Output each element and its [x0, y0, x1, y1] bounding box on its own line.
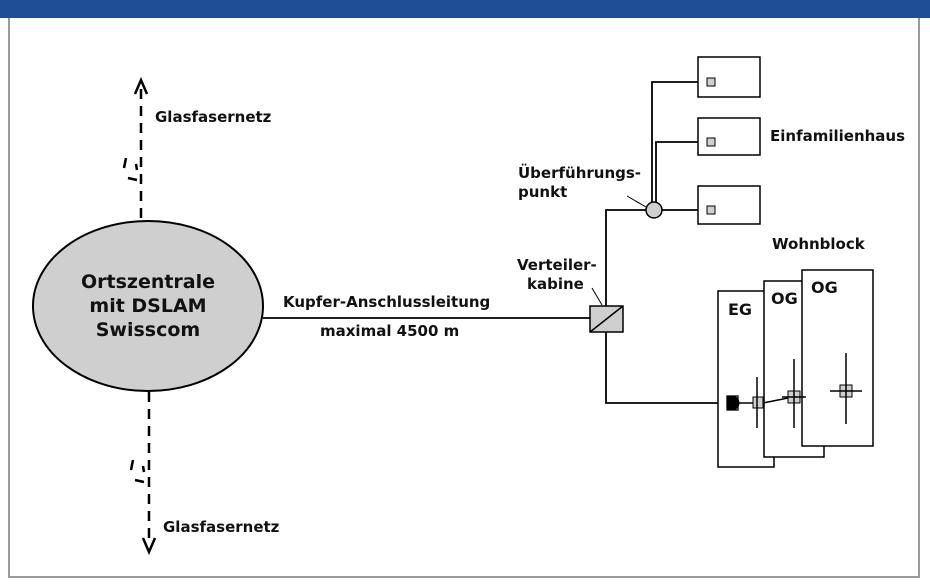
central-office-line-2: mit DSLAM [89, 295, 207, 317]
transfer-point-line-1: Überführungs- [518, 164, 642, 182]
transfer-node-icon [645, 201, 663, 219]
floor-og-2 [801, 269, 874, 447]
central-office-label: Ortszentrale mit DSLAM Swisscom [58, 270, 238, 342]
floor-eg-label: EG [728, 300, 753, 319]
top-bar [0, 0, 930, 18]
house-box-3 [697, 185, 761, 225]
apartment-block-label: Wohnblock [772, 235, 865, 253]
house-box-1 [697, 56, 761, 98]
central-office-line-1: Ortszentrale [80, 271, 216, 293]
fiber-break-top [122, 157, 139, 182]
copper-line-label: Kupfer-Anschlussleitung [283, 293, 491, 311]
house-box-2 [697, 117, 761, 156]
socket-icon [706, 77, 716, 87]
modem-icon [727, 395, 740, 411]
floor-og2-label: OG [811, 278, 838, 297]
max-distance-label: maximal 4500 m [320, 322, 460, 340]
fiber-break-bottom [129, 459, 146, 484]
fiber-bottom-label: Glasfasernetz [163, 518, 280, 536]
feeder-line-down [605, 332, 727, 404]
transfer-point-label: Überführungs- punkt [518, 164, 641, 202]
arrow-up-icon [133, 76, 149, 95]
floor-og1-label: OG [771, 289, 798, 308]
cabinet-label-line-1: Verteiler- [517, 256, 597, 274]
cabinet-label-line-2: kabine [527, 275, 584, 293]
transfer-point-line-2: punkt [518, 183, 568, 201]
riser-line [762, 397, 789, 404]
central-office-line-3: Swisscom [95, 319, 201, 341]
single-family-label: Einfamilienhaus [770, 127, 906, 145]
fiber-top-label: Glasfasernetz [155, 108, 272, 126]
socket-icon [706, 137, 716, 147]
central-office-ellipse [32, 220, 264, 392]
feeder-line-up [605, 209, 646, 306]
socket-icon [752, 396, 764, 409]
cabinet-label: Verteiler- kabine [517, 256, 597, 294]
cabinet-label-pointer [591, 287, 603, 306]
arrow-down-icon [141, 537, 157, 556]
transfer-label-pointer [626, 195, 647, 208]
diagram-panel [8, 18, 920, 578]
socket-icon [706, 205, 716, 215]
